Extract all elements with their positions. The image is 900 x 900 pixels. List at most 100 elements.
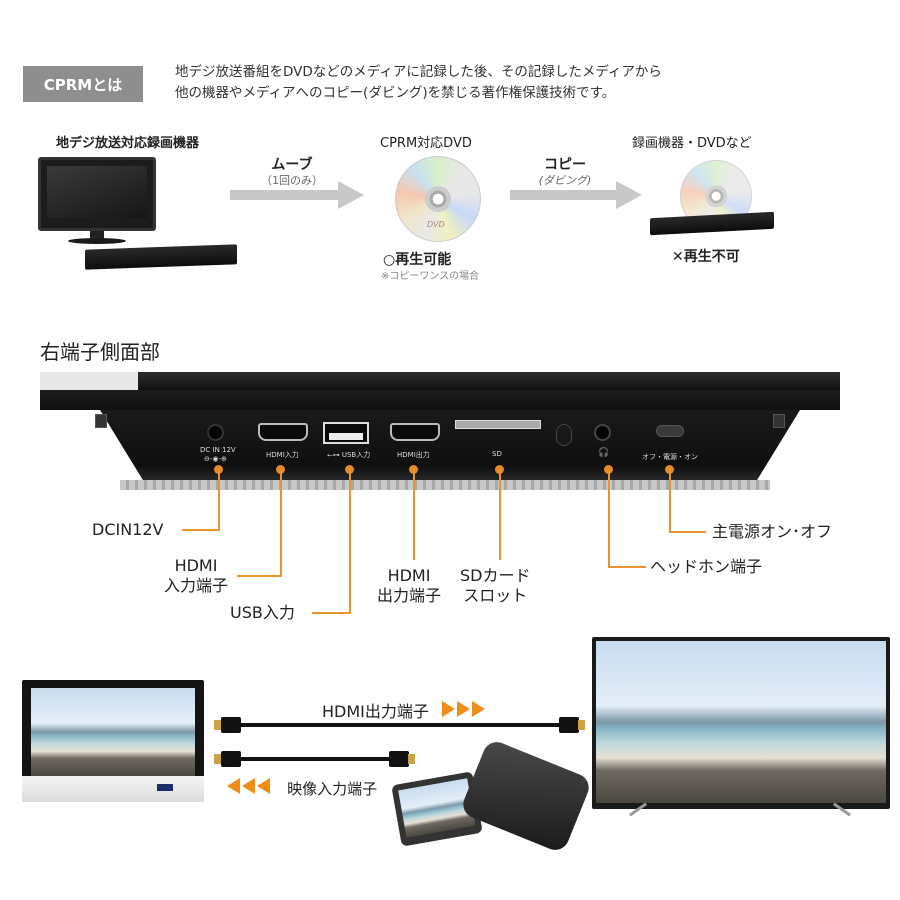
hdmi-plug-tip-right [578, 720, 585, 730]
usb-port-text: USB入力 [341, 451, 371, 459]
recorder-monitor-image [38, 157, 156, 231]
hdmi-out-connection-text: HDMI出力端子 [322, 702, 429, 721]
usb-callout-hline [312, 612, 351, 614]
power-callout-dot [665, 465, 674, 474]
cprm-description-line1: 地デジ放送番組をDVDなどのメディアに記録した後、その記録したメディアから [175, 64, 662, 80]
sd-callout-label: SDカード スロット [460, 566, 530, 606]
dc-port-label: DC IN 12V [200, 446, 236, 454]
hdmi-in-port [258, 423, 308, 441]
video-in-cable [240, 757, 390, 761]
dvd-logo-text: DVD [427, 220, 445, 229]
device-bottom-vent [120, 480, 770, 490]
camcorder-body-image [459, 737, 593, 855]
move-arrow-head-icon [338, 181, 364, 209]
playable-status: ○再生可能 [383, 252, 452, 268]
sd-callout-line2: スロット [463, 586, 528, 605]
hdmi-in-callout-vline [280, 470, 282, 577]
port-panel [100, 410, 800, 490]
video-in-connection-label: 映像入力端子 [227, 778, 377, 799]
hdmi-out-callout-line1: HDMI [387, 566, 431, 585]
right-clip [773, 414, 785, 428]
move-arrow-shaft [230, 190, 340, 200]
sd-port-label: SD [492, 450, 502, 458]
headphone-callout-dot [604, 465, 613, 474]
hdmi-out-connection-label: HDMI出力端子 [322, 698, 485, 722]
usb-callout-vline [349, 470, 351, 614]
hdmi-out-callout-dot [409, 465, 418, 474]
hdmi-in-callout-label: HDMI 入力端子 [164, 556, 228, 596]
hdmi-out-port-label: HDMI出力 [397, 451, 430, 459]
cprm-dvd-label: CPRM対応DVD [380, 136, 472, 151]
cprm-description-line2: 他の機器やメディアへのコピー(ダビング)を禁じる著作権保護技術です。 [175, 85, 616, 101]
move-arrow-title: ムーブ [271, 157, 313, 173]
sd-callout-dot [495, 465, 504, 474]
sd-callout-vline [499, 470, 501, 560]
recorder-box-image [85, 244, 237, 270]
device-top-edge [40, 372, 140, 390]
portable-player-screen [31, 688, 195, 776]
dvd-disc-icon: DVD [395, 156, 481, 242]
hdmi-plug-left [221, 717, 241, 733]
video-plug-tip-right [408, 754, 415, 764]
copy-arrow-shaft [510, 190, 618, 200]
sd-card-slot [455, 420, 541, 429]
usb-port-tongue [329, 433, 363, 440]
video-plug-tip-left [214, 754, 221, 764]
dc-callout-vline [218, 470, 220, 530]
monitor-stand [68, 238, 126, 244]
portable-player-control-panel [22, 776, 204, 802]
device-side-panel-image: DC IN 12V ⊖-◉-⊕ HDMI入力 ⭠⊶ USB入力 HDMI出力 S… [40, 372, 840, 490]
monitor-screen [47, 166, 147, 218]
usb-port [323, 422, 369, 444]
sd-callout-line1: SDカード [460, 566, 531, 585]
headphone-callout-label: ヘッドホン端子 [650, 557, 763, 576]
video-plug-left [221, 751, 241, 767]
usb-callout-label: USB入力 [230, 603, 295, 622]
headphone-callout-vline [608, 470, 610, 568]
cprm-badge: CPRMとは [23, 66, 143, 102]
dc-polarity-icon: ⊖-◉-⊕ [204, 455, 227, 463]
power-callout-label: 主電源オン･オフ [712, 522, 833, 541]
target-recorder-image [650, 211, 774, 236]
hdmi-in-callout-line1: HDMI [174, 556, 218, 575]
dc-jack [207, 424, 224, 441]
portable-player-display [157, 784, 173, 791]
dc-callout-dot [214, 465, 223, 474]
hdmi-out-callout-label: HDMI 出力端子 [377, 566, 441, 606]
copy-arrow-head-icon [616, 181, 642, 209]
usb-callout-dot [345, 465, 354, 474]
headphone-callout-hline [608, 566, 646, 568]
power-callout-vline [669, 470, 671, 532]
power-callout-hline [669, 531, 706, 533]
hdmi-out-callout-line2: 出力端子 [377, 586, 442, 605]
video-in-connection-text: 映像入力端子 [287, 780, 378, 798]
hdmi-in-callout-hline [237, 575, 282, 577]
tv-screen [596, 641, 886, 803]
power-switch-label: オフ・電源・オン [642, 453, 698, 461]
source-device-label: 地デジ放送対応録画機器 [56, 136, 200, 151]
hdmi-in-callout-line2: 入力端子 [164, 576, 229, 595]
copy-arrow-subtitle: (ダビング) [538, 174, 592, 187]
portable-player-image [22, 680, 204, 802]
hdmi-plug-tip-left [214, 720, 221, 730]
hdmi-out-cable [240, 723, 560, 727]
volume-knob [556, 424, 572, 446]
power-switch [656, 425, 684, 437]
cprm-description: 地デジ放送番組をDVDなどのメディアに記録した後、その記録したメディアから 他の… [175, 62, 662, 104]
headphone-icon: 🎧 [598, 448, 610, 458]
hdmi-in-callout-dot [276, 465, 285, 474]
video-plug-right [389, 751, 409, 767]
device-top-bezel [138, 372, 840, 390]
left-clip [95, 414, 107, 428]
not-playable-status: ✕再生不可 [672, 249, 740, 265]
headphone-jack [594, 424, 611, 441]
right-arrows-icon [440, 701, 485, 721]
dc-callout-label: DCIN12V [92, 520, 164, 539]
usb-port-label: ⭠⊶ USB入力 [327, 450, 370, 460]
left-arrows-icon [227, 778, 272, 798]
device-bezel [40, 390, 840, 410]
copy-arrow-title: コピー [544, 157, 586, 173]
target-device-label: 録画機器・DVDなど [632, 136, 752, 151]
move-arrow-subtitle: （1回のみ） [261, 174, 323, 187]
hdmi-out-callout-vline [413, 470, 415, 560]
